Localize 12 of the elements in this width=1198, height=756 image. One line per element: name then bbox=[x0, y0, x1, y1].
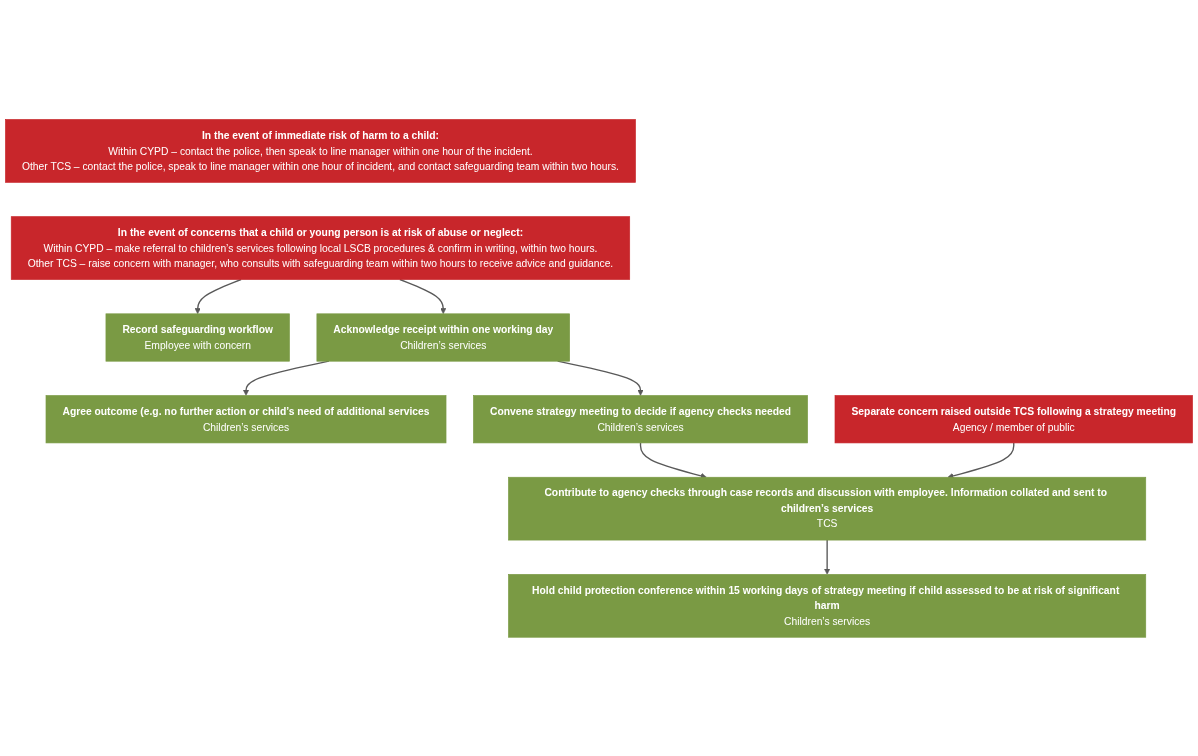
arrow bbox=[194, 278, 242, 314]
node-box: Agree outcome (e.g. no further action or child’s need of additional services Children’s services bbox=[45, 394, 447, 443]
node-box: Hold child protection conference within 15 working days of strategy meeting if child assessed to be at risk of significant harm Children’s services bbox=[508, 573, 1147, 638]
node-box: In the event of concerns that a child or young person is at risk of abuse or neglect: Within CYPD – make referral to children’s services following local LSCB procedures & confirm in writing, within two hours. Other TCS – raise concern with manager, who consults with safeguarding team within two hours to receive advice and guidance. bbox=[10, 215, 631, 280]
node-box: Acknowledge receipt within one working day Children’s services bbox=[316, 313, 570, 362]
node-box: In the event of immediate risk of harm to a child: Within CYPD – contact the police, then speak to line manager within one hour of the incident. Other TCS – contact the police, speak to line manager within one hour of incident, and contact safeguarding team within two hours. bbox=[5, 118, 636, 183]
node-box: Separate concern raised outside TCS following a strategy meeting Agency / member of public bbox=[834, 394, 1193, 443]
arrow bbox=[399, 278, 447, 314]
arrow bbox=[824, 539, 831, 575]
node-box: Convene strategy meeting to decide if agency checks needed Children’s services bbox=[473, 394, 808, 443]
node-box: Contribute to agency checks through case records and discussion with employee. Information collated and sent to children’s services TCS bbox=[508, 476, 1147, 541]
node-box: Record safeguarding workflow Employee with concern bbox=[105, 313, 290, 362]
